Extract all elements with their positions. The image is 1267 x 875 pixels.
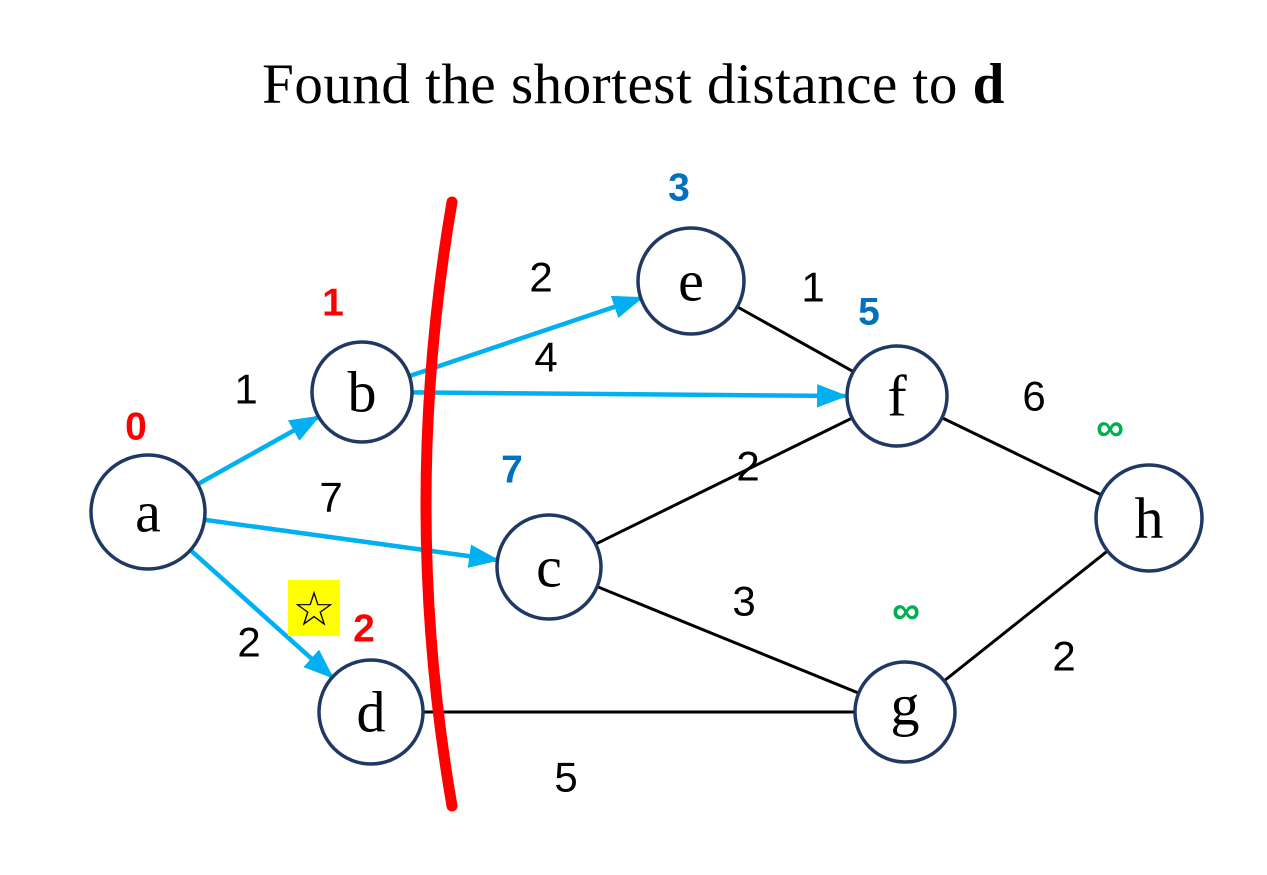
node-d-circle bbox=[317, 658, 425, 766]
edge-weight-d-g: 5 bbox=[554, 754, 577, 801]
edge-weight-e-f: 1 bbox=[801, 264, 824, 311]
distance-label-a: 0 bbox=[125, 406, 147, 449]
node-h-label: h bbox=[1135, 486, 1164, 551]
edge-c-f bbox=[548, 394, 898, 569]
settled-set-bracket bbox=[420, 196, 458, 812]
page-title: Found the shortest distance to d bbox=[0, 52, 1267, 117]
node-a-circle bbox=[89, 453, 207, 571]
node-b-label: b bbox=[348, 360, 377, 425]
edge-weight-a-c: 7 bbox=[319, 474, 342, 521]
edge-c-g bbox=[548, 565, 906, 714]
node-c-label: c bbox=[536, 535, 562, 600]
edge-weight-b-e: 2 bbox=[529, 254, 552, 301]
node-f-label: f bbox=[887, 364, 907, 429]
distance-label-f: 5 bbox=[858, 291, 880, 334]
edge-weight-b-f: 4 bbox=[534, 334, 557, 381]
edge-b-f-arrow bbox=[361, 384, 848, 408]
node-g-circle bbox=[853, 660, 957, 764]
node-f-circle bbox=[845, 344, 949, 448]
distance-label-e: 3 bbox=[668, 167, 690, 210]
node-e-circle bbox=[636, 226, 746, 336]
distance-label-h: ∞ bbox=[1096, 407, 1124, 450]
distance-label-g: ∞ bbox=[892, 590, 920, 633]
node-h-circle bbox=[1094, 463, 1204, 573]
title-emphasis: d bbox=[972, 53, 1005, 116]
edge-weight-c-g: 3 bbox=[732, 578, 755, 625]
node-c-circle bbox=[495, 513, 603, 621]
edge-weight-a-b: 1 bbox=[234, 366, 257, 413]
node-d-label: d bbox=[357, 680, 386, 745]
distance-label-d: 2 bbox=[353, 608, 375, 651]
star-highlight bbox=[288, 580, 340, 636]
node-a-label: a bbox=[135, 480, 161, 545]
node-g-label: g bbox=[891, 673, 920, 738]
edge-weight-c-f: 2 bbox=[736, 443, 759, 490]
node-e-label: e bbox=[678, 249, 704, 314]
star-icon: ☆ bbox=[292, 584, 335, 637]
edge-weight-f-h: 6 bbox=[1022, 373, 1045, 420]
distance-label-b: 1 bbox=[322, 282, 344, 325]
edge-weight-g-h: 2 bbox=[1052, 633, 1075, 680]
distance-label-c: 7 bbox=[501, 449, 523, 492]
node-b-circle bbox=[310, 340, 414, 444]
edge-weight-a-d: 2 bbox=[237, 619, 260, 666]
title-text: Found the shortest distance to bbox=[262, 53, 973, 116]
